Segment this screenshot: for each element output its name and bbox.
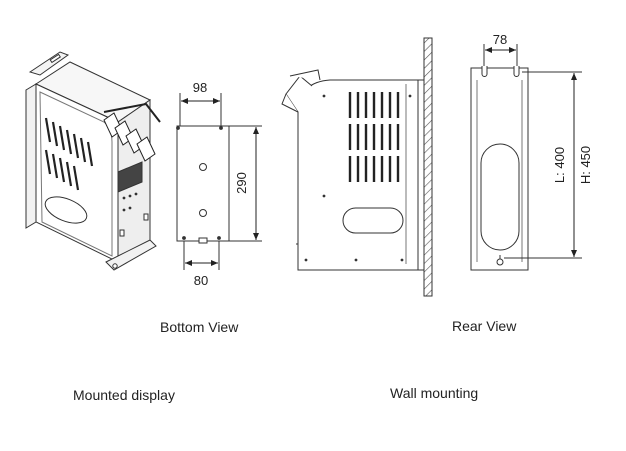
dim-rear-length: L: 400	[552, 147, 567, 183]
caption-mounted-display: Mounted display	[73, 387, 175, 403]
dim-bottom-height: 290	[234, 172, 249, 194]
caption-rear-view: Rear View	[452, 318, 517, 334]
caption-bottom-view: Bottom View	[160, 319, 239, 335]
dim-rear-slot-spacing: 78	[493, 32, 507, 47]
isometric-unit	[25, 51, 161, 271]
caption-wall-mounting: Wall mounting	[390, 385, 479, 401]
bottom-view-drawing	[176, 93, 262, 270]
wall-mount-side-drawing	[281, 37, 433, 297]
dim-bottom-base-width: 80	[194, 273, 208, 288]
rear-view-drawing	[470, 44, 582, 271]
dim-bottom-top-width: 98	[193, 80, 207, 95]
dim-rear-height: H: 450	[578, 146, 593, 184]
